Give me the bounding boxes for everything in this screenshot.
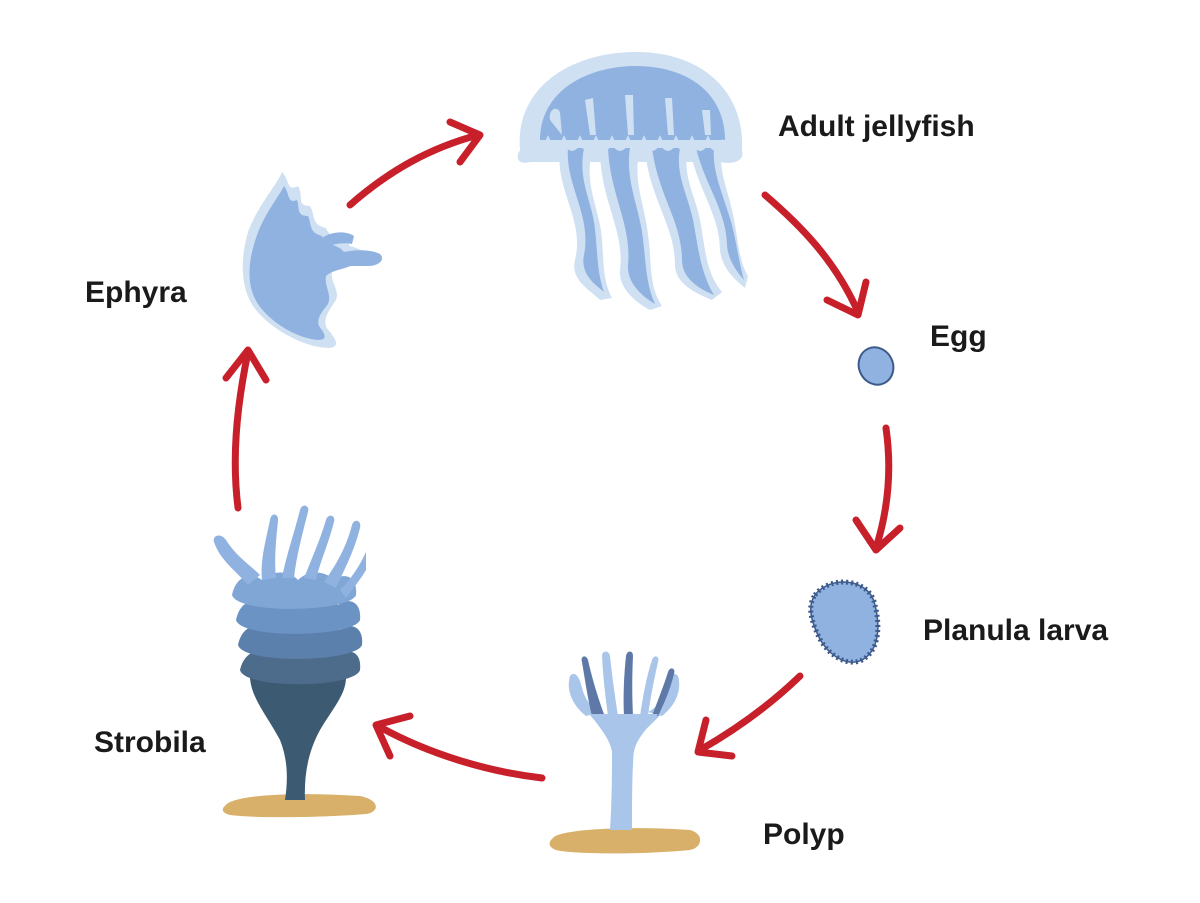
arrow-adult-to-egg	[761, 191, 862, 316]
arrow-egg-to-planula-head	[852, 516, 904, 554]
label-ephyra: Ephyra	[85, 276, 187, 309]
label-adult-jellyfish: Adult jellyfish	[778, 110, 975, 143]
egg-illustration	[857, 346, 895, 386]
arrow-polyp-to-strobila	[374, 722, 546, 782]
arrow-planula-to-polyp-head	[694, 716, 736, 760]
strobila-illustration	[213, 505, 376, 818]
arrow-ephyra-to-adult	[346, 131, 482, 209]
arrow-planula-to-polyp	[696, 672, 804, 754]
polyp-illustration	[549, 651, 701, 854]
arrow-adult-to-egg-head	[823, 278, 870, 319]
label-polyp: Polyp	[763, 818, 845, 851]
label-strobila: Strobila	[94, 726, 206, 759]
ephyra-illustration	[242, 172, 383, 348]
adult-jellyfish-illustration	[517, 51, 748, 310]
cycle-arrows	[222, 118, 904, 782]
arrow-strobila-to-ephyra-head	[222, 346, 270, 384]
arrow-strobila-to-ephyra	[231, 348, 252, 512]
arrow-polyp-to-strobila-head	[372, 712, 414, 760]
label-planula-larva: Planula larva	[923, 614, 1109, 647]
arrow-egg-to-planula	[872, 424, 893, 552]
planula-larva-illustration	[808, 579, 881, 665]
arrow-ephyra-to-adult-head	[446, 118, 484, 166]
label-egg: Egg	[930, 320, 987, 353]
